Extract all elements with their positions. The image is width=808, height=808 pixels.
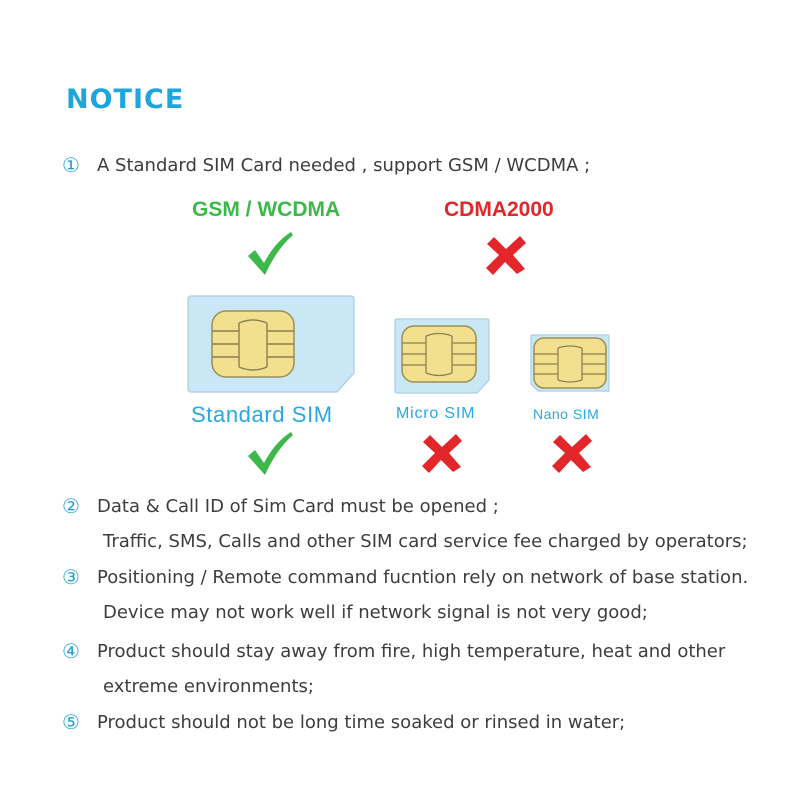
check-icon [248,432,293,475]
item-number-1: ① [62,153,80,177]
item-text-2-line-1: Data & Call ID of Sim Card must be opene… [97,496,499,517]
item-text-3-line-2: Device may not work well if network sign… [103,602,648,623]
nano-sim-label: Nano SIM [533,406,600,422]
item-number-4: ④ [62,639,80,663]
cross-icon [552,434,592,473]
item-text-4-line-2: extreme environments; [103,676,314,697]
item-text-1: A Standard SIM Card needed , support GSM… [97,155,591,176]
item-number-2: ② [62,494,80,518]
check-icon [248,232,293,275]
item-text-3-line-1: Positioning / Remote command fucntion re… [97,567,749,588]
item-text-2-line-2: Traffic, SMS, Calls and other SIM card s… [103,531,748,552]
network-supported-label: GSM / WCDMA [192,198,341,221]
standard-sim-label: Standard SIM [191,402,333,427]
item-text-4-line-1: Product should stay away from fire, high… [97,641,726,662]
item-text-5: Product should not be long time soaked o… [97,712,626,733]
micro-sim-card-icon [394,318,490,394]
nano-sim-card-icon [530,334,610,392]
standard-sim-card-icon [187,295,355,393]
cross-icon [486,236,526,275]
chip-icon [211,310,295,378]
micro-sim-label: Micro SIM [396,405,476,422]
item-number-3: ③ [62,565,80,589]
item-number-5: ⑤ [62,710,80,734]
chip-icon [401,325,477,383]
page-title: NOTICE [66,84,185,115]
network-unsupported-label: CDMA2000 [444,198,554,221]
chip-icon [533,337,607,389]
cross-icon [422,434,462,473]
